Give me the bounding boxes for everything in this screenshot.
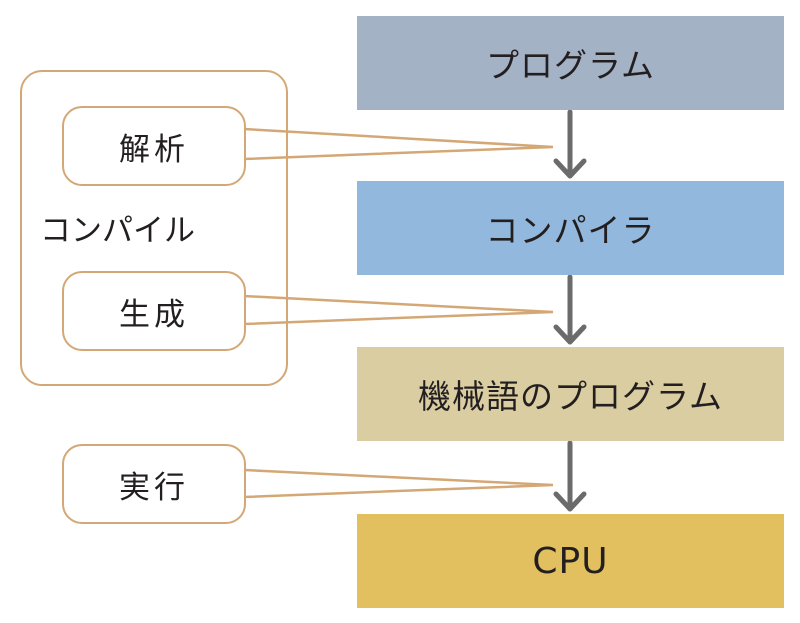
compiler-box: コンパイラ bbox=[357, 181, 784, 275]
arrow-compiler-to-machine-icon bbox=[553, 274, 587, 345]
machine-code-program-label: 機械語のプログラム bbox=[417, 377, 723, 416]
compile-group-frame bbox=[20, 70, 288, 386]
program-box: プログラム bbox=[357, 16, 784, 110]
generate-label: 生成 bbox=[119, 296, 189, 333]
analyze-callout: 解析 bbox=[62, 106, 246, 186]
generate-pointer bbox=[242, 294, 554, 326]
arrow-machine-to-cpu-icon bbox=[553, 440, 587, 512]
analyze-label: 解析 bbox=[119, 131, 189, 168]
execute-label: 実行 bbox=[119, 469, 189, 506]
generate-callout: 生成 bbox=[62, 271, 246, 351]
program-label: プログラム bbox=[485, 46, 655, 85]
execute-callout: 実行 bbox=[62, 444, 246, 524]
cpu-box: CPU bbox=[357, 514, 784, 608]
execute-pointer bbox=[242, 468, 554, 499]
compiler-label: コンパイラ bbox=[485, 211, 656, 250]
compile-group-label: コンパイル bbox=[40, 213, 195, 249]
cpu-label: CPU bbox=[532, 540, 609, 582]
arrow-program-to-compiler-icon bbox=[553, 109, 587, 179]
machine-code-program-box: 機械語のプログラム bbox=[357, 347, 784, 441]
analyze-pointer bbox=[242, 127, 554, 161]
